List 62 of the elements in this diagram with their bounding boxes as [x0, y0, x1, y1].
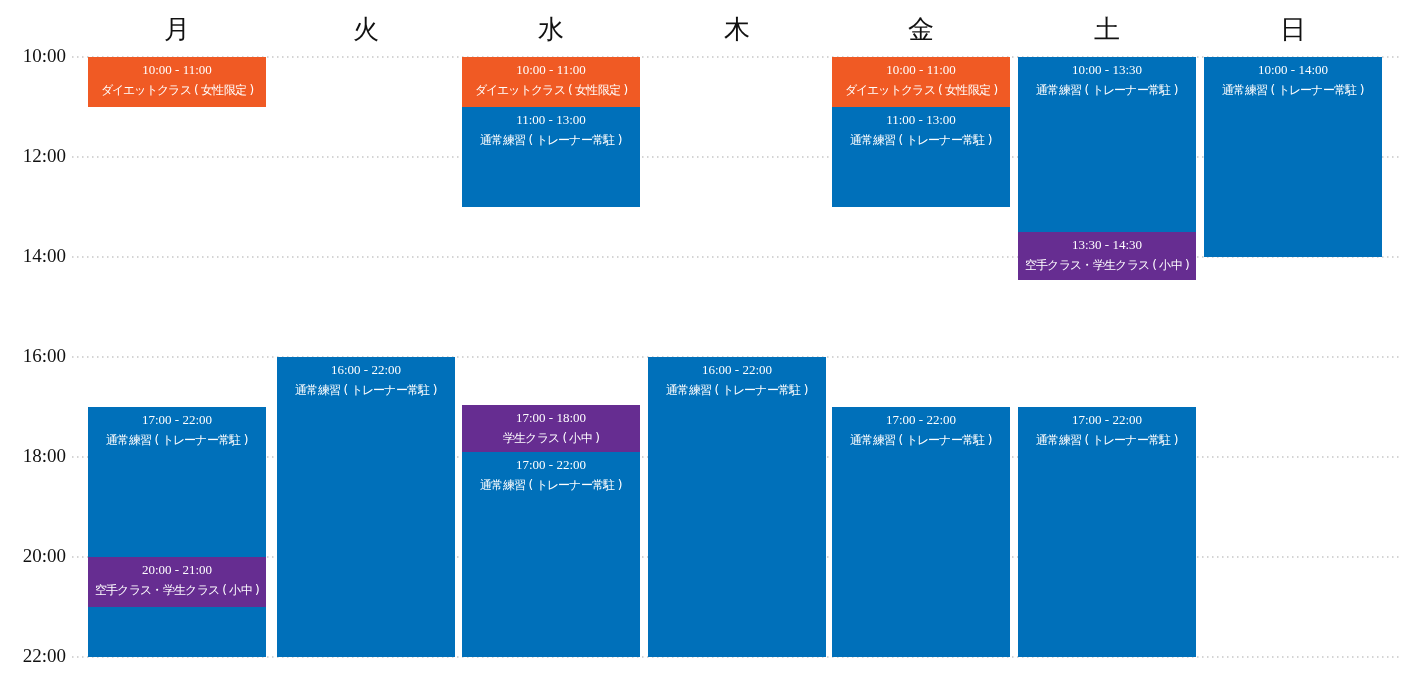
hour-label: 20:00 — [21, 545, 66, 567]
time-range: 17:00 - 22:00 — [514, 457, 588, 473]
time-range: 17:00 - 18:00 — [514, 409, 588, 426]
time-range: 16:00 - 22:00 — [700, 362, 774, 378]
time-range: 16:00 - 22:00 — [329, 362, 403, 378]
event-block — [88, 407, 266, 657]
class-name: ダイエットクラス ( 女性限定 ) — [843, 82, 999, 99]
event-block — [832, 407, 1010, 657]
class-name: 学生クラス ( 小中 ) — [501, 429, 601, 447]
hour-label: 12:00 — [21, 145, 66, 167]
event-block — [648, 357, 826, 657]
day-heading: 水 — [537, 13, 565, 46]
time-range: 10:00 - 11:00 — [885, 62, 957, 78]
event-block — [462, 404, 640, 452]
time-range: 17:00 - 22:00 — [884, 412, 958, 428]
hour-label: 10:00 — [21, 45, 66, 67]
hour-label: 14:00 — [21, 245, 66, 267]
class-name: 通常練習 ( トレーナー常駐 ) — [1035, 82, 1179, 99]
time-range: 11:00 - 13:00 — [885, 112, 957, 128]
time-range: 10:00 - 11:00 — [515, 62, 587, 78]
class-name: 通常練習 ( トレーナー常駐 ) — [1035, 432, 1179, 449]
event-block — [1204, 57, 1382, 257]
class-name: 通常練習 ( トレーナー常駐 ) — [294, 382, 438, 399]
time-range: 17:00 - 22:00 — [140, 412, 214, 428]
event-block — [1018, 232, 1196, 280]
class-name: 通常練習 ( トレーナー常駐 ) — [479, 477, 623, 494]
time-range: 13:30 - 14:30 — [1070, 237, 1144, 253]
day-heading: 土 — [1093, 13, 1121, 46]
event-block — [88, 557, 266, 607]
class-name: 通常練習 ( トレーナー常駐 ) — [665, 382, 809, 399]
event-block — [832, 57, 1010, 107]
time-range: 10:00 - 11:00 — [141, 62, 213, 78]
time-range: 10:00 - 14:00 — [1256, 62, 1330, 78]
class-name: ダイエットクラス ( 女性限定 ) — [473, 82, 629, 99]
event-block — [88, 57, 266, 107]
time-range: 10:00 - 13:30 — [1070, 62, 1144, 78]
day-heading: 金 — [907, 13, 935, 46]
class-name: 空手クラス・学生クラス ( 小中 ) — [1023, 257, 1191, 274]
day-heading: 火 — [352, 13, 380, 46]
class-name: 空手クラス・学生クラス ( 小中 ) — [93, 582, 261, 599]
class-name: 通常練習 ( トレーナー常駐 ) — [849, 132, 993, 149]
event-block — [1018, 407, 1196, 657]
day-heading: 日 — [1279, 13, 1307, 46]
time-range: 20:00 - 21:00 — [140, 562, 214, 578]
event-block — [462, 107, 640, 207]
event-block — [462, 452, 640, 657]
event-block — [1018, 57, 1196, 232]
time-range: 17:00 - 22:00 — [1070, 412, 1144, 428]
class-name: 通常練習 ( トレーナー常駐 ) — [1221, 82, 1365, 99]
hour-label: 22:00 — [21, 645, 66, 667]
event-block — [832, 107, 1010, 207]
hour-label: 18:00 — [21, 445, 66, 467]
day-heading: 月 — [163, 13, 191, 46]
class-name: ダイエットクラス ( 女性限定 ) — [99, 82, 255, 99]
event-block — [277, 357, 455, 657]
class-name: 通常練習 ( トレーナー常駐 ) — [849, 432, 993, 449]
hour-label: 16:00 — [21, 345, 66, 367]
class-name: 通常練習 ( トレーナー常駐 ) — [105, 432, 249, 449]
event-block — [462, 57, 640, 107]
day-heading: 木 — [723, 13, 751, 46]
time-range: 11:00 - 13:00 — [515, 112, 587, 128]
class-name: 通常練習 ( トレーナー常駐 ) — [479, 132, 623, 149]
